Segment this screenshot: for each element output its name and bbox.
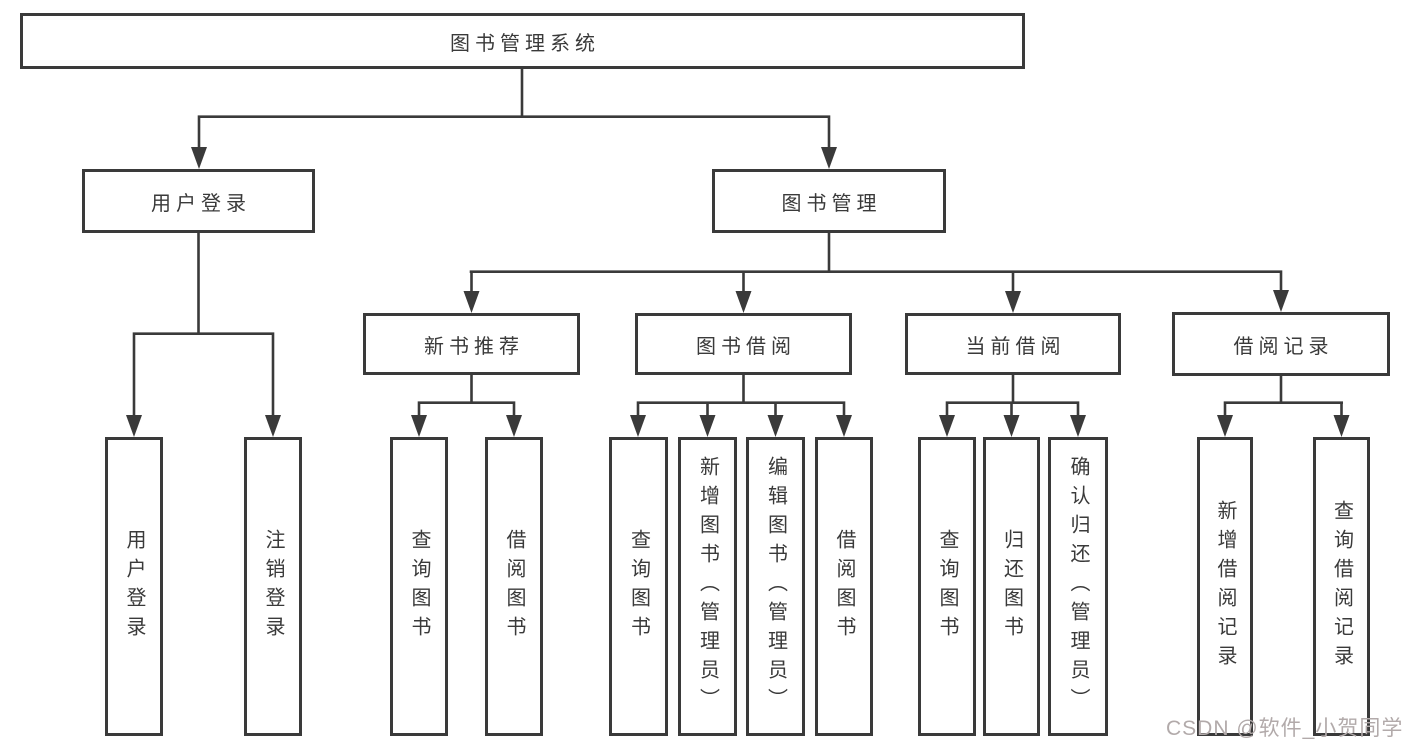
node-library-management-system: 图书管理系统 [20,13,1025,69]
leaf-query-books-borrow: 查询图书 [609,437,668,736]
leaf-query-books-current: 查询图书 [918,437,976,736]
leaf-edit-book-admin: 编辑图书（管理员） [746,437,805,736]
connector-book-mgmt-to-level3 [463,233,1289,313]
leaf-borrow-books: 借阅图书 [815,437,873,736]
node-borrow-records: 借阅记录 [1172,312,1390,376]
leaf-query-borrow-record: 查询借阅记录 [1313,437,1370,736]
leaf-add-book-admin: 新增图书（管理员） [678,437,737,736]
leaf-borrow-books-recommend: 借阅图书 [485,437,543,736]
node-current-borrow: 当前借阅 [905,313,1121,375]
node-book-borrow: 图书借阅 [635,313,852,375]
leaf-query-books-recommend: 查询图书 [390,437,448,736]
leaf-user-login: 用户登录 [105,437,163,736]
csdn-watermark: CSDN @软件_小贺同学 [1166,717,1404,740]
leaf-logout: 注销登录 [244,437,302,736]
connector-root-to-level2 [191,69,837,169]
connector-borrow-records-to-leaves [1217,376,1350,437]
connector-book-borrow-to-leaves [630,375,852,437]
connector-user-login-to-leaves [126,233,281,437]
node-book-management: 图书管理 [712,169,946,233]
node-new-book-recommend: 新书推荐 [363,313,580,375]
leaf-confirm-return-admin: 确认归还（管理员） [1048,437,1108,736]
connector-new-book-rec-to-leaves [411,375,522,437]
leaf-add-borrow-record: 新增借阅记录 [1197,437,1253,736]
connector-current-borrow-to-leaves [939,375,1086,437]
node-user-login: 用户登录 [82,169,315,233]
leaf-return-book: 归还图书 [983,437,1040,736]
